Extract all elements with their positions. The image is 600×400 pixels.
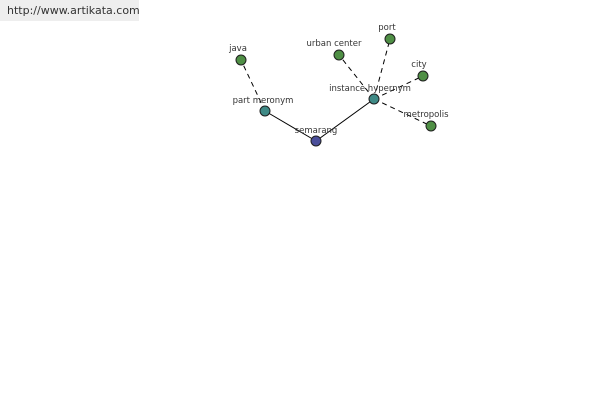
node-city[interactable]	[417, 70, 429, 82]
graph-labels: semarang part meronym instance hypernym jav…	[228, 23, 449, 136]
node-urban-center[interactable]	[333, 49, 345, 61]
graph-nodes	[235, 33, 437, 147]
edge-semarang-to-part-meronym	[264, 110, 317, 142]
node-metropolis[interactable]	[425, 120, 437, 132]
node-part-meronym[interactable]	[259, 105, 271, 117]
node-label-urban-center[interactable]: urban center	[307, 39, 362, 49]
source-url-banner[interactable]: http://www.artikata.com	[0, 0, 140, 21]
node-label-part-meronym[interactable]: part meronym	[233, 96, 294, 106]
node-label-instance-hypernym[interactable]: instance hypernym	[329, 84, 411, 94]
edge-semarang-to-instance-hypernym	[315, 98, 375, 142]
edge-instance-hypernym-to-urban-center	[338, 54, 375, 100]
edge-instance-hypernym-to-metropolis	[373, 98, 432, 127]
node-label-java[interactable]: java	[228, 44, 247, 54]
node-semarang[interactable]	[310, 135, 322, 147]
edge-part-meronym-to-java	[240, 59, 266, 112]
node-java[interactable]	[235, 54, 247, 66]
node-instance-hypernym[interactable]	[368, 93, 380, 105]
node-port[interactable]	[384, 33, 396, 45]
node-label-city[interactable]: city	[411, 60, 426, 70]
edge-instance-hypernym-to-port	[373, 38, 391, 100]
node-label-semarang[interactable]: semarang	[295, 126, 338, 136]
edge-instance-hypernym-to-city	[373, 75, 424, 100]
graph-edges	[240, 38, 432, 142]
node-label-port[interactable]: port	[378, 23, 396, 33]
node-label-metropolis[interactable]: metropolis	[403, 110, 449, 120]
